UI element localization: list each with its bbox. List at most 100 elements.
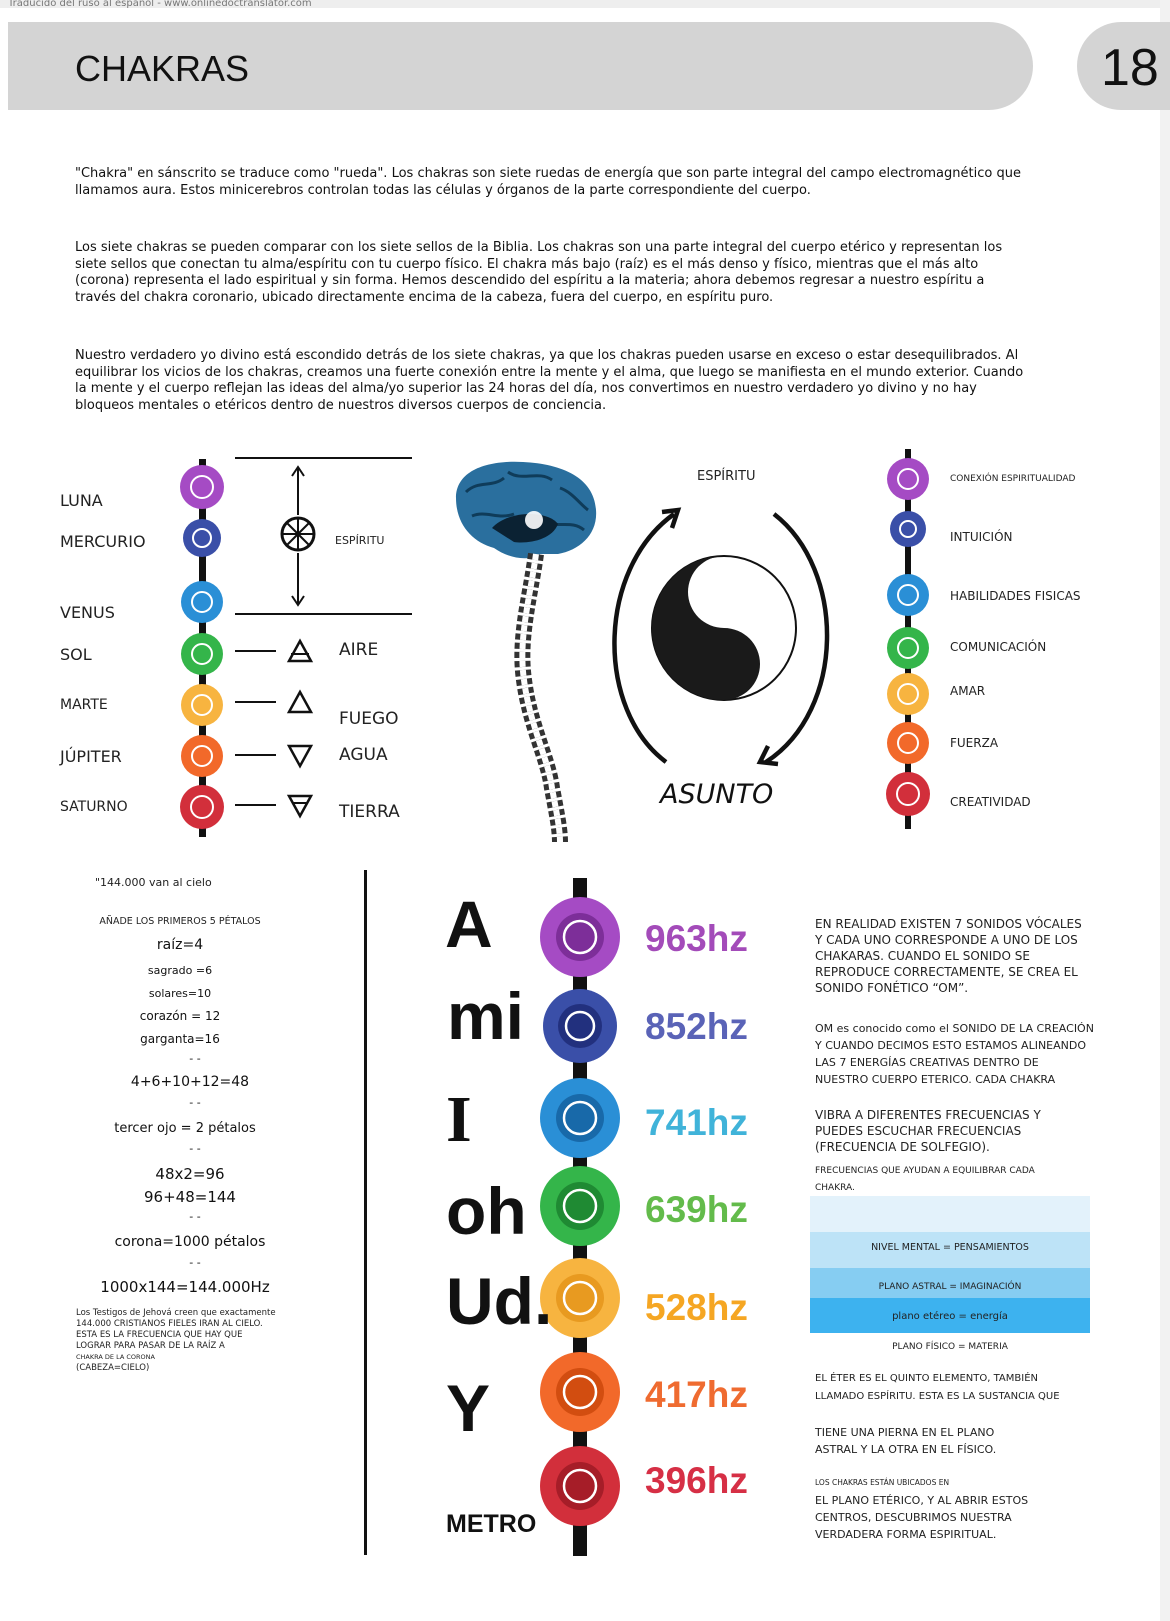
calc-separator-2: - - xyxy=(189,1096,201,1109)
quality-label-5: AMAR xyxy=(950,684,986,698)
frequency-396: 396hz xyxy=(645,1460,748,1501)
translator-banner[interactable]: Traducido del ruso al español - www.onli… xyxy=(8,0,312,9)
plane-label-etheric: plano etéreo = energía xyxy=(892,1311,1008,1322)
balance-description: FRECUENCIAS QUE AYUDAN A EQUILIBRAR CADA… xyxy=(815,1166,1035,1193)
leg-description: TIENE UNA PIERNA EN EL PLANO ASTRAL Y LA… xyxy=(815,1426,997,1456)
calc-separator-1: - - xyxy=(189,1052,201,1065)
calc-sum: 4+6+10+12=48 xyxy=(130,1074,250,1090)
freq-chakra-solar xyxy=(540,1258,620,1338)
calc-note-line-5: CHAKRA DE LA CORONA xyxy=(76,1353,155,1361)
yin-yang-icon xyxy=(651,555,797,701)
intro-paragraph-2: Los siete chakras se pueden comparar con… xyxy=(75,240,1003,305)
calc-note-line-2: 144.000 CRISTIANOS FIELES IRAN AL CIELO. xyxy=(76,1319,263,1329)
planet-chakra-7 xyxy=(180,785,224,829)
plane-band-mental xyxy=(810,1232,1090,1268)
planet-label-luna: LUNA xyxy=(60,491,103,510)
header-bar xyxy=(8,22,1033,110)
quality-label-6: FUERZA xyxy=(950,736,999,750)
sound-letter-mi: mi xyxy=(447,979,525,1053)
air-triangle-icon xyxy=(286,638,314,663)
calc-line-throat: garganta=16 xyxy=(140,1032,220,1046)
quality-label-7: CREATIVIDAD xyxy=(950,795,1031,809)
calc-third-eye: tercer ojo = 2 pétalos xyxy=(114,1121,256,1136)
calc-separator-3: - - xyxy=(189,1142,201,1155)
calc-quote: "144.000 van al cielo xyxy=(95,876,212,889)
calc-line-root: raíz=4 xyxy=(156,937,204,953)
fire-triangle-icon xyxy=(286,689,314,714)
section-divider xyxy=(364,870,367,1555)
planet-chakra-5 xyxy=(181,684,223,726)
calc-line-solar: solares=10 xyxy=(148,987,212,1000)
frequency-417: 417hz xyxy=(645,1374,748,1415)
planet-label-marte: MARTE xyxy=(60,697,108,713)
planet-chakra-4 xyxy=(181,633,223,675)
planet-chakra-1 xyxy=(180,465,224,509)
planet-label-venus: VENUS xyxy=(60,603,115,622)
calc-mult: 48x2=96 xyxy=(155,1165,225,1183)
earth-label: TIERRA xyxy=(339,802,400,822)
chakra-location-heading: LOS CHAKRAS ESTÁN UBICADOS EN xyxy=(815,1478,950,1487)
freq-chakra-crown xyxy=(540,897,620,977)
water-label: AGUA xyxy=(339,745,388,765)
fire-label: FUEGO xyxy=(339,709,399,729)
quality-chakra-1 xyxy=(887,458,929,500)
chakra-location-description: EL PLANO ETÉRICO, Y AL ABRIR ESTOS CENTR… xyxy=(815,1494,1029,1541)
calc-add: 96+48=144 xyxy=(144,1188,236,1206)
calc-note-line-3: ESTA ES LA FRECUENCIA QUE HAY QUE xyxy=(76,1330,243,1340)
sound-letter-metro: METRO xyxy=(446,1510,537,1538)
quality-chakra-3 xyxy=(887,574,929,616)
freq-chakra-root xyxy=(540,1446,620,1526)
calc-line-heart: corazón = 12 xyxy=(139,1009,221,1023)
frequency-639: 639hz xyxy=(645,1189,748,1230)
scrollbar[interactable] xyxy=(1160,0,1170,1621)
calc-note: Los Testigos de Jehová creen que exactam… xyxy=(76,1308,316,1374)
quality-label-1: CONEXIÓN ESPIRITUALIDAD xyxy=(950,474,1076,484)
plane-band-top xyxy=(810,1196,1090,1232)
page-title: CHAKRAS xyxy=(75,48,250,89)
spine-image xyxy=(514,552,568,843)
planet-label-mercurio: MERCURIO xyxy=(60,532,146,551)
sound-letter-ud: Ud. xyxy=(446,1264,553,1338)
quality-label-3: HABILIDADES FISICAS xyxy=(950,589,1081,603)
spirit-wheel-icon xyxy=(280,516,316,552)
qualities-chakra-column xyxy=(886,449,930,829)
frequency-description: VIBRA A DIFERENTES FRECUENCIAS Y PUEDES … xyxy=(815,1108,1041,1154)
calc-note-line-4: LOGRAR PARA PASAR DE LA RAÍZ A xyxy=(76,1341,225,1351)
planet-label-saturno: SATURNO xyxy=(60,799,128,815)
plane-band-astral xyxy=(810,1268,1090,1298)
quality-label-2: INTUICIÓN xyxy=(950,530,1013,544)
om-description: OM es conocido como el SONIDO DE LA CREA… xyxy=(815,1022,1094,1086)
intro-paragraph-1: "Chakra" en sánscrito se traduce como "r… xyxy=(75,166,1021,198)
freq-chakra-heart xyxy=(540,1166,620,1246)
sound-letter-oh: oh xyxy=(446,1174,527,1248)
planet-chakra-6 xyxy=(181,735,223,777)
quality-chakra-6 xyxy=(887,722,929,764)
frequency-741: 741hz xyxy=(645,1102,748,1143)
planet-chakra-3 xyxy=(181,581,223,623)
frequency-528: 528hz xyxy=(645,1287,748,1328)
calc-note-line-6: (CABEZA=CIELO) xyxy=(76,1363,150,1373)
air-label: AIRE xyxy=(339,640,379,660)
plane-label-physical: PLANO FÍSICO = MATERIA xyxy=(892,1342,1008,1352)
cycle-top-label: ESPÍRITU xyxy=(697,469,756,484)
calc-crown: corona=1000 pétalos xyxy=(114,1234,266,1250)
frequency-963: 963hz xyxy=(645,918,748,959)
quality-chakra-2 xyxy=(890,511,926,547)
cycle-bottom-label: ASUNTO xyxy=(660,779,774,810)
earth-triangle-icon xyxy=(286,794,314,819)
brain-image xyxy=(456,461,597,559)
translator-strip xyxy=(0,0,1170,8)
brain-spine-illustration xyxy=(456,461,597,843)
spirit-label: ESPÍRITU xyxy=(335,534,385,547)
calc-result: 1000x144=144.000Hz xyxy=(100,1278,270,1296)
sounds-description: EN REALIDAD EXISTEN 7 SONIDOS VÓCALES Y … xyxy=(815,917,1082,995)
quality-chakra-4 xyxy=(887,627,929,669)
sound-letter-a: A xyxy=(445,887,493,961)
calc-block: AÑADE LOS PRIMEROS 5 PÉTALOS xyxy=(60,916,310,927)
calc-heading: AÑADE LOS PRIMEROS 5 PÉTALOS xyxy=(99,916,261,927)
freq-chakra-throat xyxy=(540,1078,620,1158)
plane-label-mental: NIVEL MENTAL = PENSAMIENTOS xyxy=(871,1242,1029,1253)
plane-band-etheric xyxy=(810,1298,1090,1333)
sound-letter-i: I xyxy=(446,1083,472,1156)
frequency-chakra-graphics xyxy=(540,897,620,1526)
